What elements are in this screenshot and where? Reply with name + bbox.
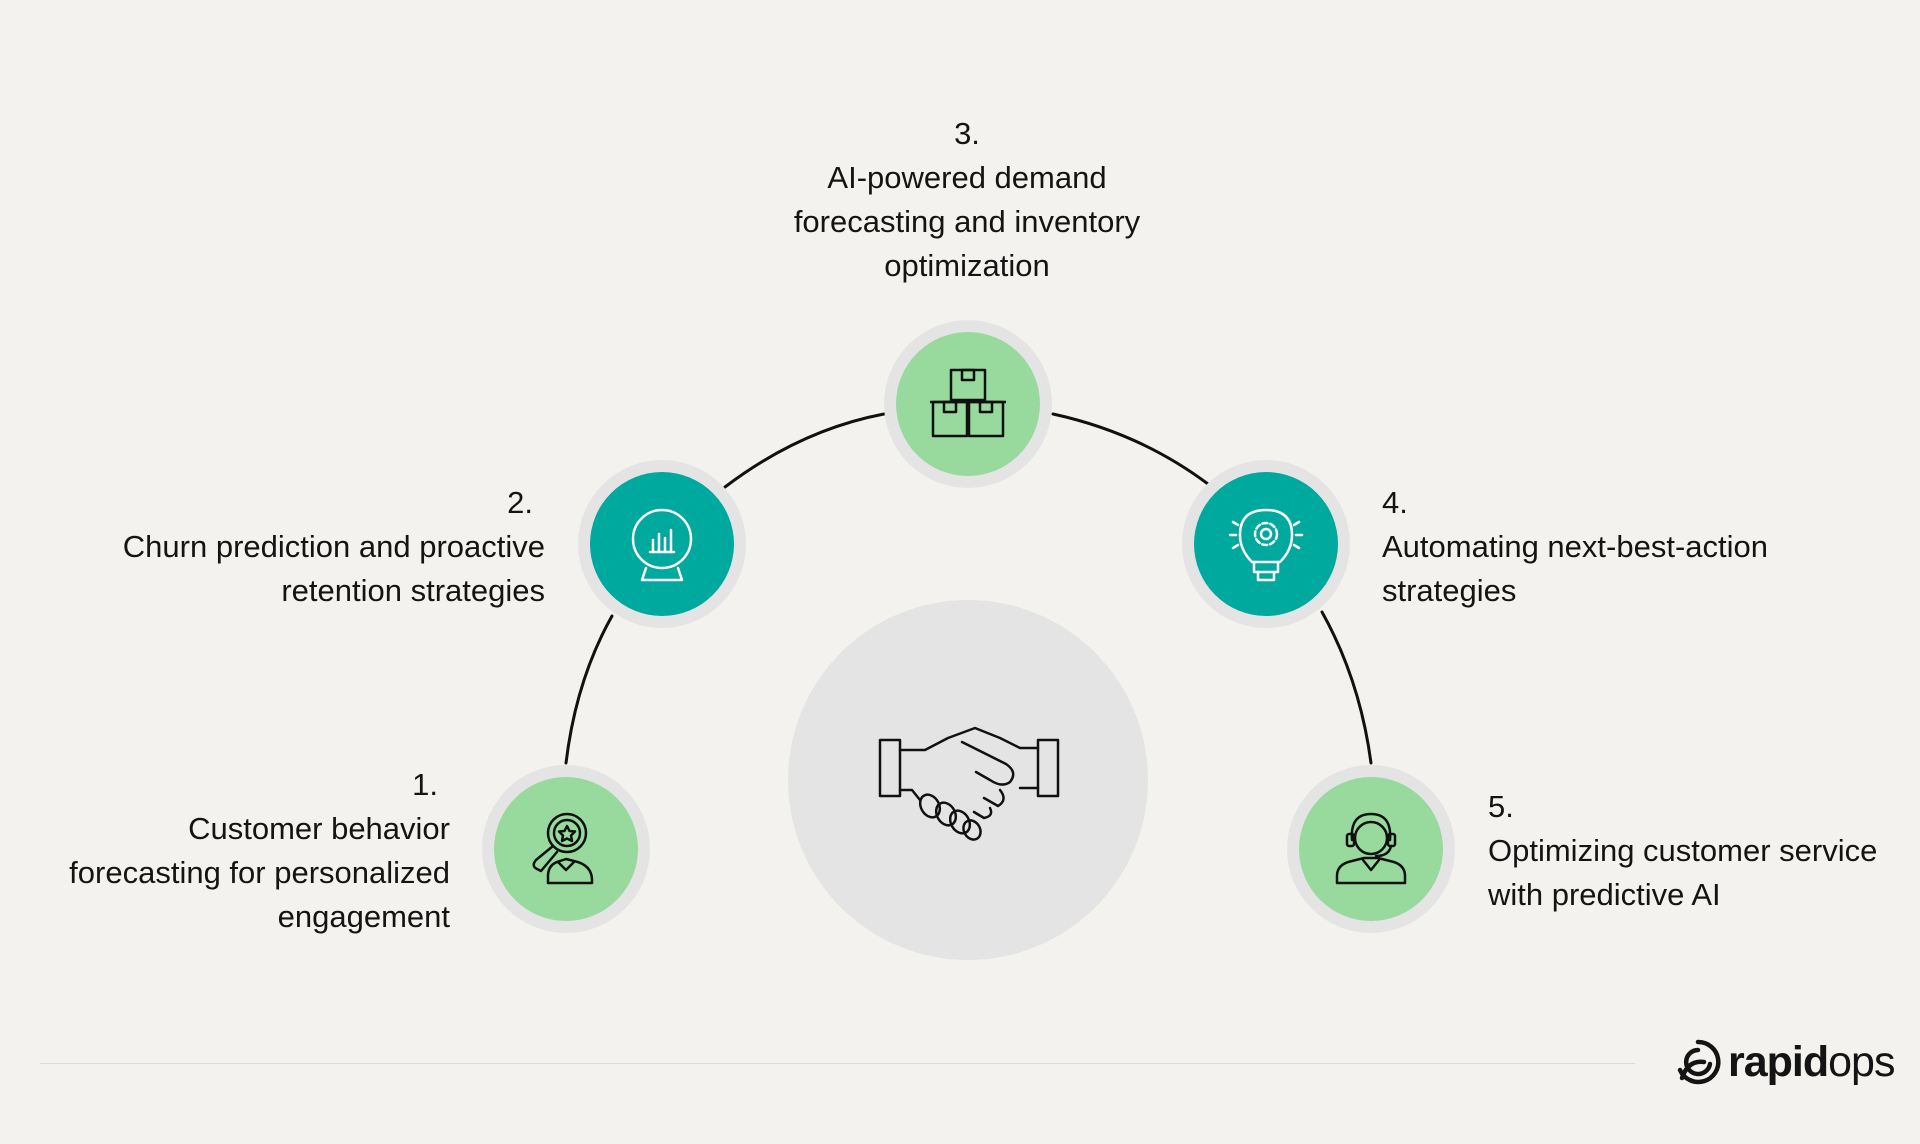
step-node-4 — [1182, 460, 1350, 628]
arc-connectors — [564, 412, 1373, 765]
step-label-1: 1. Customer behavior forecasting for per… — [30, 763, 450, 939]
brand-name-light: ops — [1828, 1037, 1895, 1086]
support-agent-headset-icon — [1335, 812, 1407, 885]
step-label-2: 2. Churn prediction and proactive retent… — [65, 481, 545, 613]
step-node-5 — [1287, 765, 1455, 933]
step-text: AI-powered demand forecasting and invent… — [793, 160, 1141, 283]
step-node-1 — [482, 765, 650, 933]
lightbulb-gear-icon — [1228, 508, 1304, 582]
step-text: Customer behavior forecasting for person… — [69, 811, 450, 934]
step-number: 4. — [1382, 485, 1408, 520]
step-number: 1. — [412, 767, 438, 802]
footer-divider — [40, 1063, 1635, 1064]
connector-2-3 — [723, 412, 886, 489]
user-search-star-icon — [532, 812, 594, 885]
step-node-3 — [884, 320, 1052, 488]
crystal-ball-chart-icon — [631, 508, 693, 582]
step-label-3: 3. AI-powered demand forecasting and inv… — [767, 112, 1167, 288]
step-node-2 — [578, 460, 746, 628]
step-text: Optimizing customer service with predict… — [1488, 833, 1878, 912]
center-circle — [788, 600, 1148, 960]
connector-4-5 — [1320, 610, 1373, 765]
brand-name-bold: rapid — [1728, 1037, 1829, 1086]
rapidops-swirl-icon — [1677, 1039, 1721, 1085]
stacked-boxes-icon — [930, 368, 1006, 438]
step-number: 2. — [507, 485, 533, 520]
handshake-icon — [878, 726, 1060, 841]
step-label-4: 4. Automating next-best-action strategie… — [1382, 481, 1802, 613]
connector-3-4 — [1051, 412, 1210, 486]
step-text: Churn prediction and proactive retention… — [122, 529, 545, 608]
step-number: 5. — [1488, 789, 1514, 824]
step-number: 3. — [954, 116, 980, 151]
brand-logo: rapidops — [1674, 1034, 1895, 1090]
step-text: Automating next-best-action strategies — [1382, 529, 1768, 608]
step-label-5: 5. Optimizing customer service with pred… — [1488, 785, 1908, 917]
connector-1-2 — [564, 614, 614, 765]
